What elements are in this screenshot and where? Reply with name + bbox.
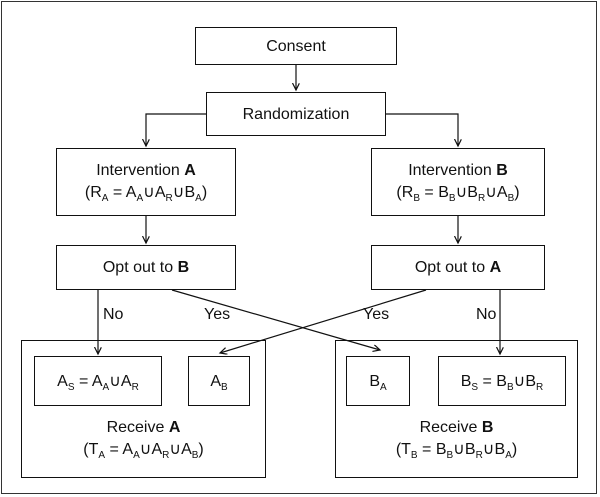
edge-label-right-no: No [476, 306, 497, 323]
receive-a-formula: (TA = AA∪AR∪AB) [83, 441, 204, 461]
ab-formula: AB [210, 372, 228, 393]
receive-b-formula: (TB = BB∪BR∪BA) [395, 441, 518, 461]
intervention-b-formula: (RB = BB∪BR∪AB) [396, 184, 520, 204]
consent-label: Consent [266, 37, 326, 55]
edge-label-right-yes: Yes [363, 306, 390, 323]
receive-b-caption: Receive B (TB = BB∪BR∪BA) [335, 418, 578, 461]
opt-out-b-label: Opt out to B [102, 259, 190, 276]
opt-out-a-label: Opt out to A [414, 259, 502, 276]
randomization-box: Randomization [206, 92, 386, 136]
edge-right-yes [220, 289, 427, 353]
intervention-a-title: Intervention A [96, 162, 196, 179]
receive-a-title: Receive A [106, 419, 181, 436]
intervention-a-box: Intervention A (RA = AA∪AR∪BA) [56, 148, 236, 216]
ab-box: AB [188, 356, 250, 406]
randomization-label: Randomization [242, 105, 350, 123]
receive-a-caption: Receive A (TA = AA∪AR∪AB) [21, 418, 266, 461]
opt-out-b-box: Opt out to B [56, 245, 236, 290]
receive-a-group [21, 340, 266, 478]
intervention-b-box: Intervention B (RB = BB∪BR∪AB) [371, 148, 545, 216]
edge-randomization-intervention-a [146, 113, 206, 146]
receive-b-group [335, 340, 578, 478]
edge-label-left-no: No [103, 306, 124, 323]
ba-box: BA [346, 356, 410, 406]
opt-out-a-box: Opt out to A [371, 245, 545, 290]
as-formula: AS = AA∪AR [57, 372, 139, 393]
intervention-a-formula: (RA = AA∪AR∪BA) [84, 184, 208, 204]
edge-randomization-intervention-b [386, 113, 458, 146]
bs-formula: BS = BB∪BR [460, 372, 544, 393]
receive-b-title: Receive B [419, 419, 494, 436]
consent-box: Consent [195, 27, 397, 65]
intervention-b-title: Intervention B [408, 162, 508, 179]
as-box: AS = AA∪AR [34, 356, 162, 406]
bs-box: BS = BB∪BR [438, 356, 566, 406]
edge-label-left-yes: Yes [204, 306, 231, 323]
ba-formula: BA [369, 372, 387, 393]
